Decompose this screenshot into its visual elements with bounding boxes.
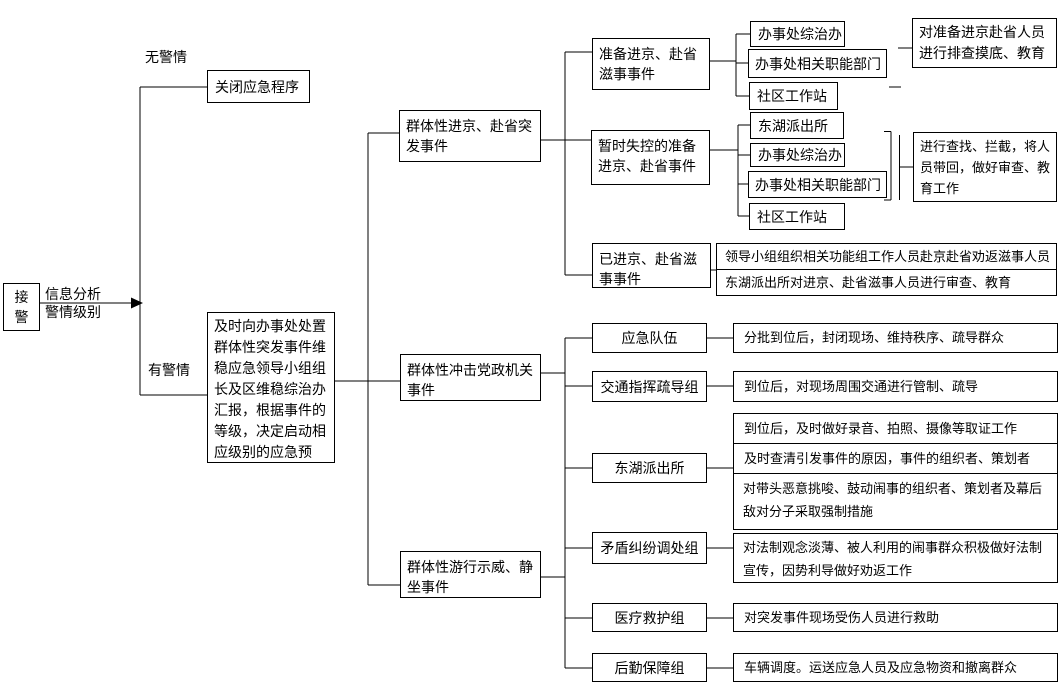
node-event-beijing-province: 群体性进京、赴省突 发事件 [399, 110, 541, 162]
arrow-head [131, 297, 143, 309]
node-task-investigate-cause: 及时查清引发事件的原因，事件的组织者、策划者 [733, 443, 1058, 474]
node-action-review-education: 东湖派出所对进京、赴省滋事人员进行审查、教育 [716, 269, 1057, 296]
node-medical-group: 医疗救护组 [592, 603, 707, 632]
node-logistics-group: 后勤保障组 [592, 653, 707, 682]
node-emergency-team: 应急队伍 [592, 323, 707, 353]
node-task-traffic-control: 到位后，对现场周围交通进行管制、疏导 [733, 371, 1058, 402]
node-task-evidence-recording: 到位后，及时做好录音、拍照、摄像等取证工作 [733, 413, 1058, 444]
node-donghu-police-station-2: 东湖派出所 [592, 453, 707, 483]
node-already-beijing: 已进京、赴省滋 事事件 [592, 243, 711, 288]
node-office-zongzhiban-2: 办事处综治办 [750, 143, 845, 167]
node-office-functional-depts-1: 办事处相关职能部门 [748, 49, 887, 78]
node-task-seal-scene: 分批到位后，封闭现场、维持秩序、疏导群众 [733, 323, 1058, 353]
node-report-dispatch: 及时向办事处处置 群体性突发事件维 稳应急领导小组组 长及区维稳综治办 汇报，根… [207, 312, 335, 463]
node-action-screening-education: 对准备进京赴省人员 进行排查摸底、教育 [912, 18, 1057, 68]
node-mediation-group: 矛盾纠纷调处组 [592, 532, 707, 564]
node-action-intercept-review: 进行查找、拦截，将人 员带回，做好审查、教 育工作 [913, 132, 1057, 202]
node-task-coercive-measures: 对带头恶意挑唆、鼓动闹事的组织者、策划者及幕后 敌对分子采取强制措施 [733, 473, 1058, 530]
node-close-emergency-procedure: 关闭应急程序 [207, 70, 310, 103]
node-office-zongzhiban-1: 办事处综治办 [750, 21, 845, 47]
label-no-alarm: 无警情 [145, 49, 187, 65]
node-task-legal-publicity: 对法制观念淡薄、被人利用的闹事群众积极做好法制 宣传，因势利导做好劝返工作 [733, 533, 1058, 583]
node-community-station-2: 社区工作站 [749, 203, 845, 230]
arrow-label-analysis: 信息分析 [45, 286, 101, 302]
node-prepare-beijing: 准备进京、赴省 滋事事件 [592, 38, 710, 90]
node-receive-alarm: 接 警 [3, 283, 40, 331]
node-donghu-police-station-1: 东湖派出所 [750, 112, 844, 139]
node-action-persuade-return: 领导小组组织相关功能组工作人员赴京赴省劝返滋事人员 [716, 243, 1057, 270]
label-has-alarm: 有警情 [148, 362, 190, 378]
node-task-vehicle-dispatch: 车辆调度。运送应急人员及应急物资和撤离群众 [733, 653, 1058, 682]
node-task-rescue-injured: 对突发事件现场受伤人员进行救助 [733, 603, 1058, 632]
node-community-station-1: 社区工作站 [749, 82, 838, 110]
node-office-functional-depts-2: 办事处相关职能部门 [748, 171, 887, 198]
node-event-attack-government: 群体性冲击党政机关 事件 [400, 354, 541, 401]
node-event-march-sit-in: 群体性游行示威、静 坐事件 [400, 551, 541, 598]
node-traffic-group: 交通指挥疏导组 [592, 371, 707, 402]
arrow-label-level: 警情级别 [45, 304, 101, 320]
node-out-of-control-prepare: 暂时失控的准备 进京、赴省事件 [591, 130, 710, 185]
